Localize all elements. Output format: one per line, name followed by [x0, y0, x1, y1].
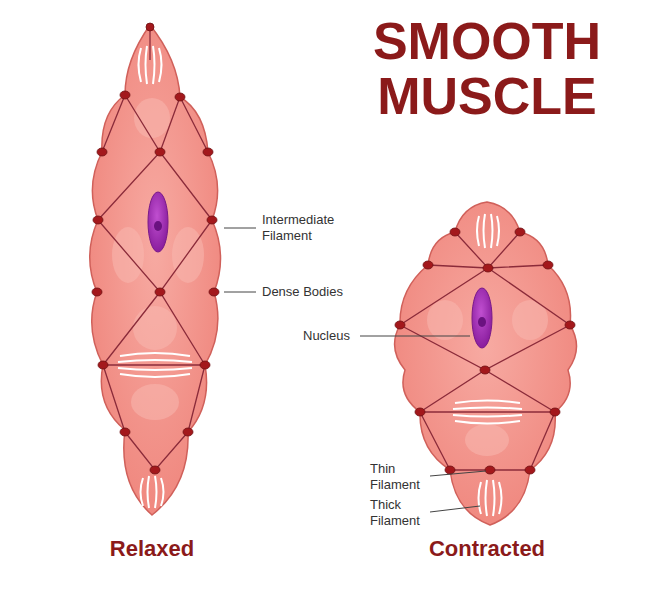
dense-bodies [209, 288, 219, 296]
dense-bodies [146, 23, 154, 31]
dense-bodies [485, 466, 495, 474]
filament-bundles [153, 46, 155, 84]
dense-bodies [92, 288, 102, 296]
leader-lines [224, 292, 256, 293]
dense-bodies [203, 148, 213, 156]
intermediate-filament-lines [103, 364, 205, 365]
intermediate-filament-lines [125, 432, 188, 470]
leader-lines [430, 506, 480, 512]
nucleus [472, 288, 492, 348]
nucleolus [478, 317, 486, 327]
filament-bundles [453, 214, 522, 516]
intermediate-filament-lines [420, 411, 555, 412]
lobe-highlights [112, 98, 204, 420]
dense-bodies [183, 428, 193, 436]
leader-lines [430, 471, 486, 476]
filament-bundles [477, 216, 479, 246]
intermediate-filament-lines [455, 232, 520, 268]
filament-bundles [148, 476, 150, 508]
cell-membrane [395, 202, 577, 525]
dense-bodies [415, 408, 425, 416]
dense-bodies [92, 23, 219, 474]
dense-bodies [155, 288, 165, 296]
part-label: Thin Filament [370, 461, 430, 492]
lobe-highlights [133, 306, 177, 350]
state-caption: Relaxed [52, 536, 252, 562]
dense-bodies [93, 216, 103, 224]
lobe-highlights [131, 384, 179, 420]
filament-bundles [493, 480, 495, 516]
leader-lines [360, 336, 470, 337]
dense-bodies [395, 321, 405, 329]
dense-bodies [483, 264, 493, 272]
filament-bundles [453, 415, 522, 417]
nucleolus [154, 221, 162, 231]
filament-bundles [118, 360, 192, 362]
filament-bundles [118, 368, 192, 370]
lobe-highlights [172, 227, 204, 283]
dense-bodies [543, 261, 553, 269]
dense-bodies [207, 216, 217, 224]
nucleus [148, 192, 168, 252]
dense-bodies [155, 148, 165, 156]
filament-bundles [453, 408, 522, 410]
filament-bundles [484, 214, 486, 248]
dense-bodies [175, 93, 185, 101]
state-caption: Contracted [387, 536, 587, 562]
intermediate-filament-lines [420, 412, 555, 470]
dense-bodies [480, 366, 490, 374]
intermediate-filament-lines [400, 232, 570, 470]
filament-bundles [479, 482, 482, 514]
part-label: Nucleus [303, 328, 363, 344]
intermediate-filament-lines [103, 292, 205, 365]
lobe-highlights [427, 300, 463, 340]
intermediate-filament-lines [98, 25, 212, 470]
dense-bodies [120, 428, 130, 436]
dense-bodies [565, 321, 575, 329]
filament-bundles [141, 478, 144, 506]
intermediate-filament-lines [102, 95, 208, 152]
filament-bundles [146, 46, 148, 84]
filament-bundles [120, 374, 190, 377]
relaxed-cell [90, 23, 221, 515]
intermediate-filament-lines [125, 95, 180, 152]
dense-bodies [150, 466, 160, 474]
filament-bundles [118, 46, 192, 508]
filament-bundles [155, 476, 157, 508]
part-label: Thick Filament [370, 497, 430, 528]
dense-bodies [550, 408, 560, 416]
dense-bodies [515, 228, 525, 236]
dense-bodies [200, 361, 210, 369]
contracted-cell [395, 202, 577, 525]
diagram-title: SMOOTH MUSCLE [347, 14, 627, 123]
filament-bundles [499, 482, 502, 514]
part-label: Dense Bodies [262, 284, 372, 300]
dense-bodies [445, 466, 455, 474]
part-label: Intermediate Filament [262, 212, 350, 243]
filament-bundles [139, 48, 142, 82]
dense-bodies [450, 228, 460, 236]
filament-bundles [497, 216, 499, 246]
dense-bodies [98, 361, 108, 369]
dense-bodies [120, 91, 130, 99]
leader-lines [224, 228, 256, 229]
dense-bodies [97, 148, 107, 156]
filament-bundles [455, 421, 520, 424]
filament-bundles [455, 401, 520, 404]
intermediate-filament-lines [103, 365, 205, 432]
filament-bundles [161, 478, 164, 506]
intermediate-filament-lines [420, 370, 555, 412]
lobe-highlights [465, 424, 509, 456]
leader-lines [224, 228, 486, 512]
cell-membrane [90, 25, 221, 515]
filament-bundles [120, 353, 190, 356]
filament-bundles [491, 214, 493, 248]
filament-bundles [486, 480, 488, 516]
filament-bundles [159, 48, 162, 82]
dense-bodies [525, 466, 535, 474]
dense-bodies [423, 261, 433, 269]
dense-bodies [395, 228, 575, 474]
